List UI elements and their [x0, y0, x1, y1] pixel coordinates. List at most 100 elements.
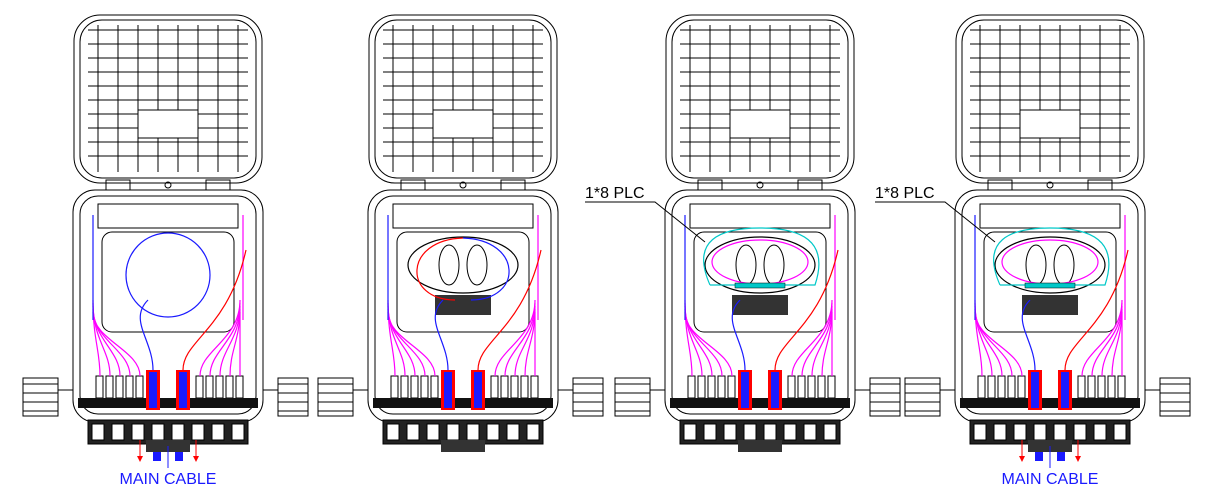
- base-inner-outline: [671, 195, 849, 415]
- cable-port: [683, 423, 697, 441]
- drop-fiber: [199, 299, 241, 377]
- sc-adapter: [410, 375, 419, 399]
- arrow-out-icon: [1075, 456, 1081, 462]
- adapter-holder: [97, 203, 239, 229]
- main-cable-connector: [474, 372, 482, 408]
- feeder-fiber: [1064, 249, 1129, 371]
- plc-fiber: [993, 227, 1110, 286]
- cable-port: [526, 423, 540, 441]
- cable-port: [91, 423, 105, 441]
- hinge: [1087, 179, 1113, 191]
- lid-label-plate: [1019, 109, 1081, 139]
- cable-port: [1093, 423, 1107, 441]
- main-fiber: [139, 299, 154, 371]
- sc-adapter: [520, 375, 529, 399]
- splice-tray-frame: [693, 231, 827, 333]
- splice-tray-frame: [983, 231, 1117, 333]
- cable-port: [466, 423, 480, 441]
- sc-adapter: [195, 375, 204, 399]
- splice-holder: [1022, 295, 1078, 315]
- spool-lobe: [763, 244, 785, 286]
- cable-port: [803, 423, 817, 441]
- hinge-pin: [459, 181, 467, 189]
- cable-port: [386, 423, 400, 441]
- main-fiber: [434, 299, 449, 371]
- sc-adapter: [987, 375, 996, 399]
- drop-fiber: [791, 299, 833, 377]
- hinge-pin: [164, 181, 172, 189]
- side-clip: [22, 377, 59, 417]
- drop-fiber: [684, 308, 723, 377]
- lid-outline: [368, 14, 558, 184]
- sc-adapter: [977, 375, 986, 399]
- adapter-rail: [960, 398, 1140, 408]
- main-cable-connector: [149, 372, 157, 408]
- drop-fiber: [1091, 302, 1123, 377]
- feeder-fiber: [182, 249, 247, 371]
- side-clip: [277, 377, 309, 417]
- main-cable-end: [153, 452, 161, 461]
- sc-adapter: [1017, 375, 1026, 399]
- plc-label: 1*8 PLC: [875, 185, 935, 202]
- sc-adapter: [727, 375, 736, 399]
- spool-lobe: [735, 244, 757, 286]
- cable-port: [231, 423, 245, 441]
- main-cable-connector: [444, 372, 452, 408]
- sc-adapter: [115, 375, 124, 399]
- cable-port: [993, 423, 1007, 441]
- enclosure-1: MAIN CABLE: [22, 14, 309, 488]
- sc-adapter: [1007, 375, 1016, 399]
- lid-outline: [955, 14, 1145, 184]
- main-cable-end: [1035, 452, 1043, 461]
- drop-fiber: [684, 311, 733, 377]
- lid-outline: [73, 14, 263, 184]
- main-cable-end: [175, 452, 183, 461]
- sc-adapter: [125, 375, 134, 399]
- sc-adapter: [500, 375, 509, 399]
- splice-tray-frame: [101, 231, 235, 333]
- hinge-pin: [756, 181, 764, 189]
- sc-adapter: [530, 375, 539, 399]
- cable-port: [446, 423, 460, 441]
- drop-fiber: [387, 305, 416, 377]
- side-clip: [904, 377, 941, 417]
- drop-fiber: [387, 311, 436, 377]
- drop-fiber: [974, 305, 1003, 377]
- fiber-loop: [125, 232, 211, 318]
- plc-splitter: [1024, 282, 1076, 289]
- arrow-out-icon: [137, 456, 143, 462]
- sc-adapter: [1107, 375, 1116, 399]
- main-cable-connector: [1061, 372, 1069, 408]
- base-inner-outline: [374, 195, 552, 415]
- side-clip: [1159, 377, 1191, 417]
- sc-adapter: [1077, 375, 1086, 399]
- splice-tray: [994, 236, 1106, 294]
- sc-adapter: [400, 375, 409, 399]
- hinge: [400, 179, 426, 191]
- side-clip: [869, 377, 901, 417]
- sc-adapter: [1087, 375, 1096, 399]
- hinge-pin: [1046, 181, 1054, 189]
- main-fiber: [731, 299, 746, 371]
- adapter-holder: [979, 203, 1121, 229]
- base: [614, 189, 901, 452]
- base: [317, 189, 604, 452]
- drop-fiber-loop: [1001, 239, 1099, 285]
- sc-adapter: [817, 375, 826, 399]
- main-cable-gland: [441, 440, 485, 452]
- sc-adapter: [697, 375, 706, 399]
- sc-adapter: [235, 375, 244, 399]
- cable-port: [1013, 423, 1027, 441]
- sc-adapter: [807, 375, 816, 399]
- drop-fiber: [92, 308, 131, 377]
- base-inner-outline: [961, 195, 1139, 415]
- hinge: [500, 179, 526, 191]
- adapter-holder: [689, 203, 831, 229]
- lid: [368, 14, 558, 184]
- main-cable-gland: [738, 440, 782, 452]
- adapter-rail: [670, 398, 850, 408]
- sc-adapter: [390, 375, 399, 399]
- splice-tray: [704, 236, 816, 294]
